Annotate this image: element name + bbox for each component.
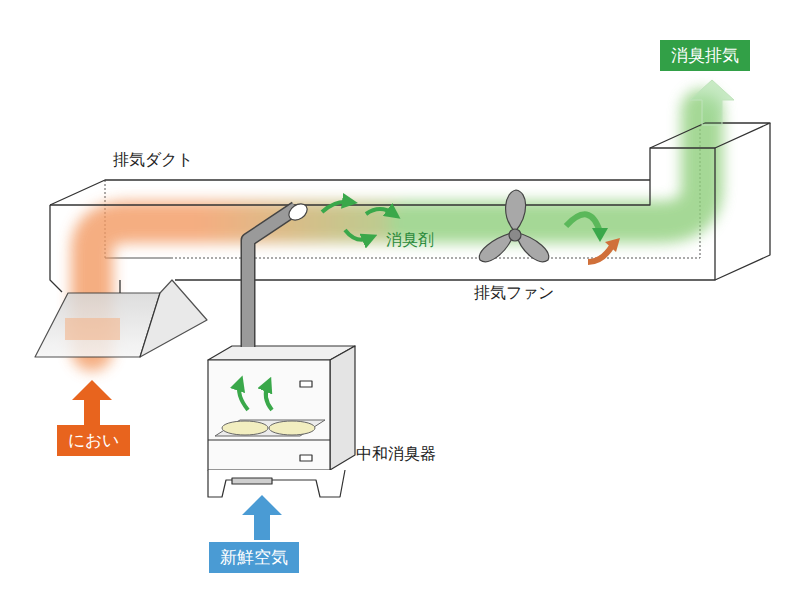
label-box: におい bbox=[57, 425, 130, 456]
label-box: 消臭排気 bbox=[660, 40, 750, 71]
label-box: 新鮮空気 bbox=[209, 542, 299, 573]
deodorant-label: 消臭剤 bbox=[386, 230, 434, 249]
duct-label: 排気ダクト bbox=[113, 150, 193, 169]
box-text: におい bbox=[68, 430, 119, 450]
fan-label: 排気ファン bbox=[474, 283, 554, 302]
neutralizer-label: 中和消臭器 bbox=[356, 444, 436, 463]
box-text: 消臭排気 bbox=[671, 45, 739, 65]
box-text: 新鮮空気 bbox=[220, 547, 288, 567]
